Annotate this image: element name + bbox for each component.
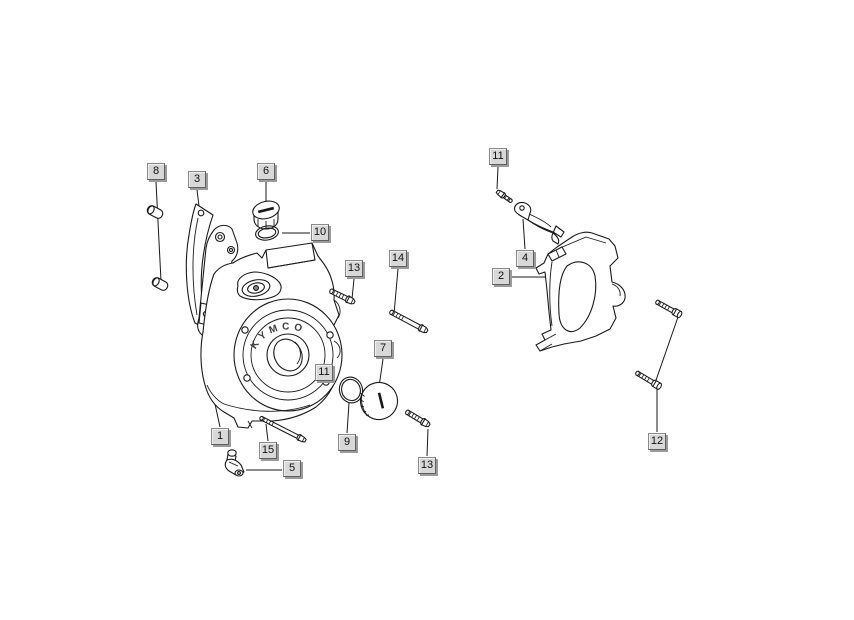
part-bracket-4 [514,201,565,245]
part-oring-9 [338,376,364,404]
part-bolt-15 [259,415,307,443]
callout-9[interactable]: 9 [338,434,356,451]
callout-13[interactable]: 13 [345,260,363,277]
leader-line [351,278,355,300]
callout-7[interactable]: 7 [374,340,392,357]
leader-line [214,403,221,428]
part-clamp-5 [224,449,245,477]
callout-5[interactable]: 5 [283,460,301,477]
bolt-parts [259,189,683,443]
callout-15[interactable]: 15 [259,442,277,459]
part-bolt-14 [389,309,429,334]
part-bolt-13 [405,409,431,428]
part-spacer-8 [146,205,164,219]
leader-line [155,181,162,282]
callout-3[interactable]: 3 [188,171,206,188]
part-cap-6 [252,200,280,230]
part-bolt-12 [635,370,662,390]
callout-4[interactable]: 4 [516,250,534,267]
callout-14[interactable]: 14 [389,250,407,267]
leader-line [393,268,399,315]
callout-13[interactable]: 13 [418,457,436,474]
part-cover-2 [535,231,626,352]
callout-6[interactable]: 6 [257,163,275,180]
leader-line [346,402,350,434]
part-bolt-12 [655,299,683,319]
part-spacer-8 [151,277,169,291]
callout-2[interactable]: 2 [492,268,510,285]
part-bolt-11 [495,189,513,203]
leader-line [496,166,499,190]
part-spacers-8 [146,205,169,291]
callout-10[interactable]: 10 [311,224,329,241]
callout-1[interactable]: 1 [211,428,229,445]
leader-lines [155,166,679,471]
callout-11[interactable]: 11 [315,364,333,381]
leader-line [426,428,429,457]
leader-line [653,316,679,387]
part-bolt-13 [329,288,356,305]
callout-12[interactable]: 12 [648,433,666,450]
leader-line [265,423,269,442]
leader-line [522,218,526,250]
part-oring-10 [255,225,279,241]
callout-8[interactable]: 8 [147,163,165,180]
part-cover-1: KYMCO [197,224,343,429]
callout-11[interactable]: 11 [489,148,507,165]
part-plug-7 [359,381,399,421]
